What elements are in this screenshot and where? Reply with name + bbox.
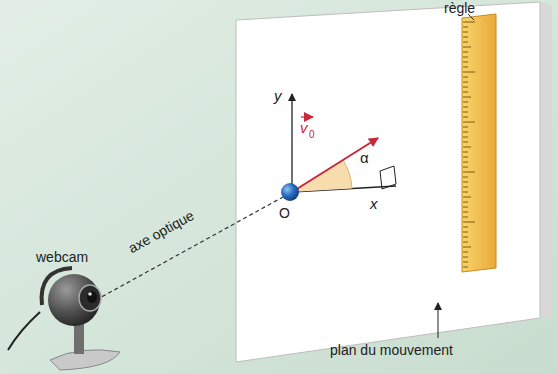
origin-label: O	[279, 206, 290, 220]
axis-label: x	[370, 196, 378, 211]
vector-subscript: 0	[309, 130, 315, 140]
velocity-vector	[292, 138, 378, 192]
device-label: webcam	[36, 250, 88, 264]
webcam-figure	[8, 268, 120, 370]
motion-plane	[236, 2, 540, 362]
axis-label: y	[274, 88, 282, 103]
vector-arrow-sign	[301, 116, 313, 117]
vector-label: v	[300, 120, 308, 135]
angle-arc	[343, 160, 352, 189]
ruler-label: règle	[444, 1, 475, 15]
plane-label: plan du mouvement	[330, 343, 453, 357]
angle-label: α	[360, 150, 369, 165]
ball	[281, 183, 299, 201]
ruler	[462, 14, 496, 272]
plane-leader	[438, 303, 439, 338]
right-angle-mark	[380, 166, 396, 189]
y-axis	[291, 94, 292, 192]
plane-edge	[540, 2, 552, 318]
optical-axis	[96, 197, 283, 300]
ruler-ticks	[463, 22, 475, 267]
